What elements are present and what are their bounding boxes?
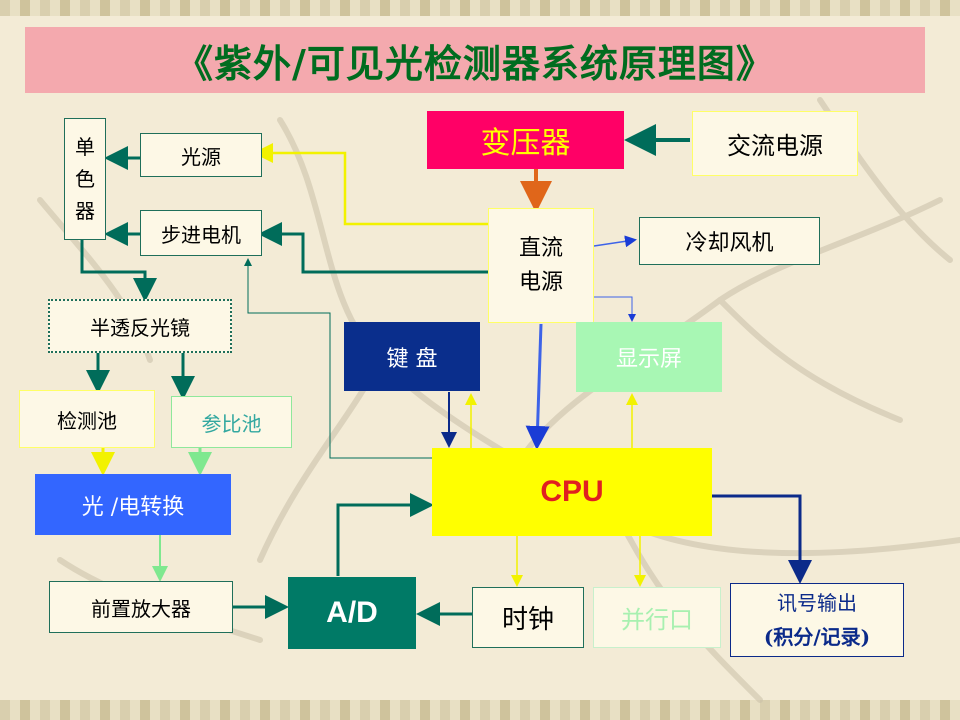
wire-dc-to-stepper bbox=[258, 222, 488, 274]
clock-box: 时钟 bbox=[472, 587, 584, 648]
dc-power-label-2: 电源 bbox=[518, 269, 563, 295]
ac-power-box: 交流电源 bbox=[692, 111, 858, 176]
wire-dc-to-source bbox=[253, 143, 488, 226]
decorative-border-bottom bbox=[0, 700, 960, 720]
monochromator-box: 单 色 器 bbox=[64, 118, 106, 240]
display-box: 显示屏 bbox=[576, 322, 722, 392]
wire-cpu-to-output bbox=[712, 494, 812, 584]
keyboard-box: 键 盘 bbox=[344, 322, 480, 391]
wire-cpu-to-stepper bbox=[244, 258, 432, 459]
photo-converter-box: 光 /电转换 bbox=[35, 474, 231, 535]
stepper-motor-box: 步进电机 bbox=[140, 210, 262, 256]
wire-dc-to-cpu bbox=[525, 323, 550, 450]
wire-mono-to-mirror bbox=[80, 240, 157, 302]
monochromator-label-3: 器 bbox=[75, 199, 95, 223]
adc-box: A/D bbox=[288, 577, 416, 649]
dc-power-label-1: 直流 bbox=[518, 235, 563, 261]
signal-output-label-2: (积分/记录) bbox=[763, 625, 871, 649]
signal-output-label-1: 讯号输出 bbox=[776, 591, 857, 615]
wire-adc-to-cpu bbox=[336, 493, 434, 576]
monochromator-label-1: 单 bbox=[75, 135, 95, 159]
page-title: 《紫外/可见光检测器系统原理图》 bbox=[25, 27, 925, 93]
preamp-box: 前置放大器 bbox=[49, 581, 233, 633]
signal-output-box: 讯号输出 (积分/记录) bbox=[730, 583, 904, 657]
sample-cell-box: 检测池 bbox=[19, 390, 155, 448]
reference-cell-box: 参比池 bbox=[171, 396, 292, 448]
transformer-box: 变压器 bbox=[427, 111, 624, 169]
half-mirror-box: 半透反光镜 bbox=[48, 299, 232, 353]
light-source-box: 光源 bbox=[140, 133, 262, 177]
monochromator-label-2: 色 bbox=[75, 167, 95, 191]
cpu-box: CPU bbox=[432, 448, 712, 536]
dc-power-box: 直流 电源 bbox=[488, 208, 594, 323]
cooling-fan-box: 冷却风机 bbox=[639, 217, 820, 265]
decorative-border-top bbox=[0, 0, 960, 16]
wire-dc-to-fan bbox=[593, 235, 637, 248]
parallel-port-box: 并行口 bbox=[593, 587, 721, 648]
wire-dc-to-display bbox=[584, 296, 636, 322]
